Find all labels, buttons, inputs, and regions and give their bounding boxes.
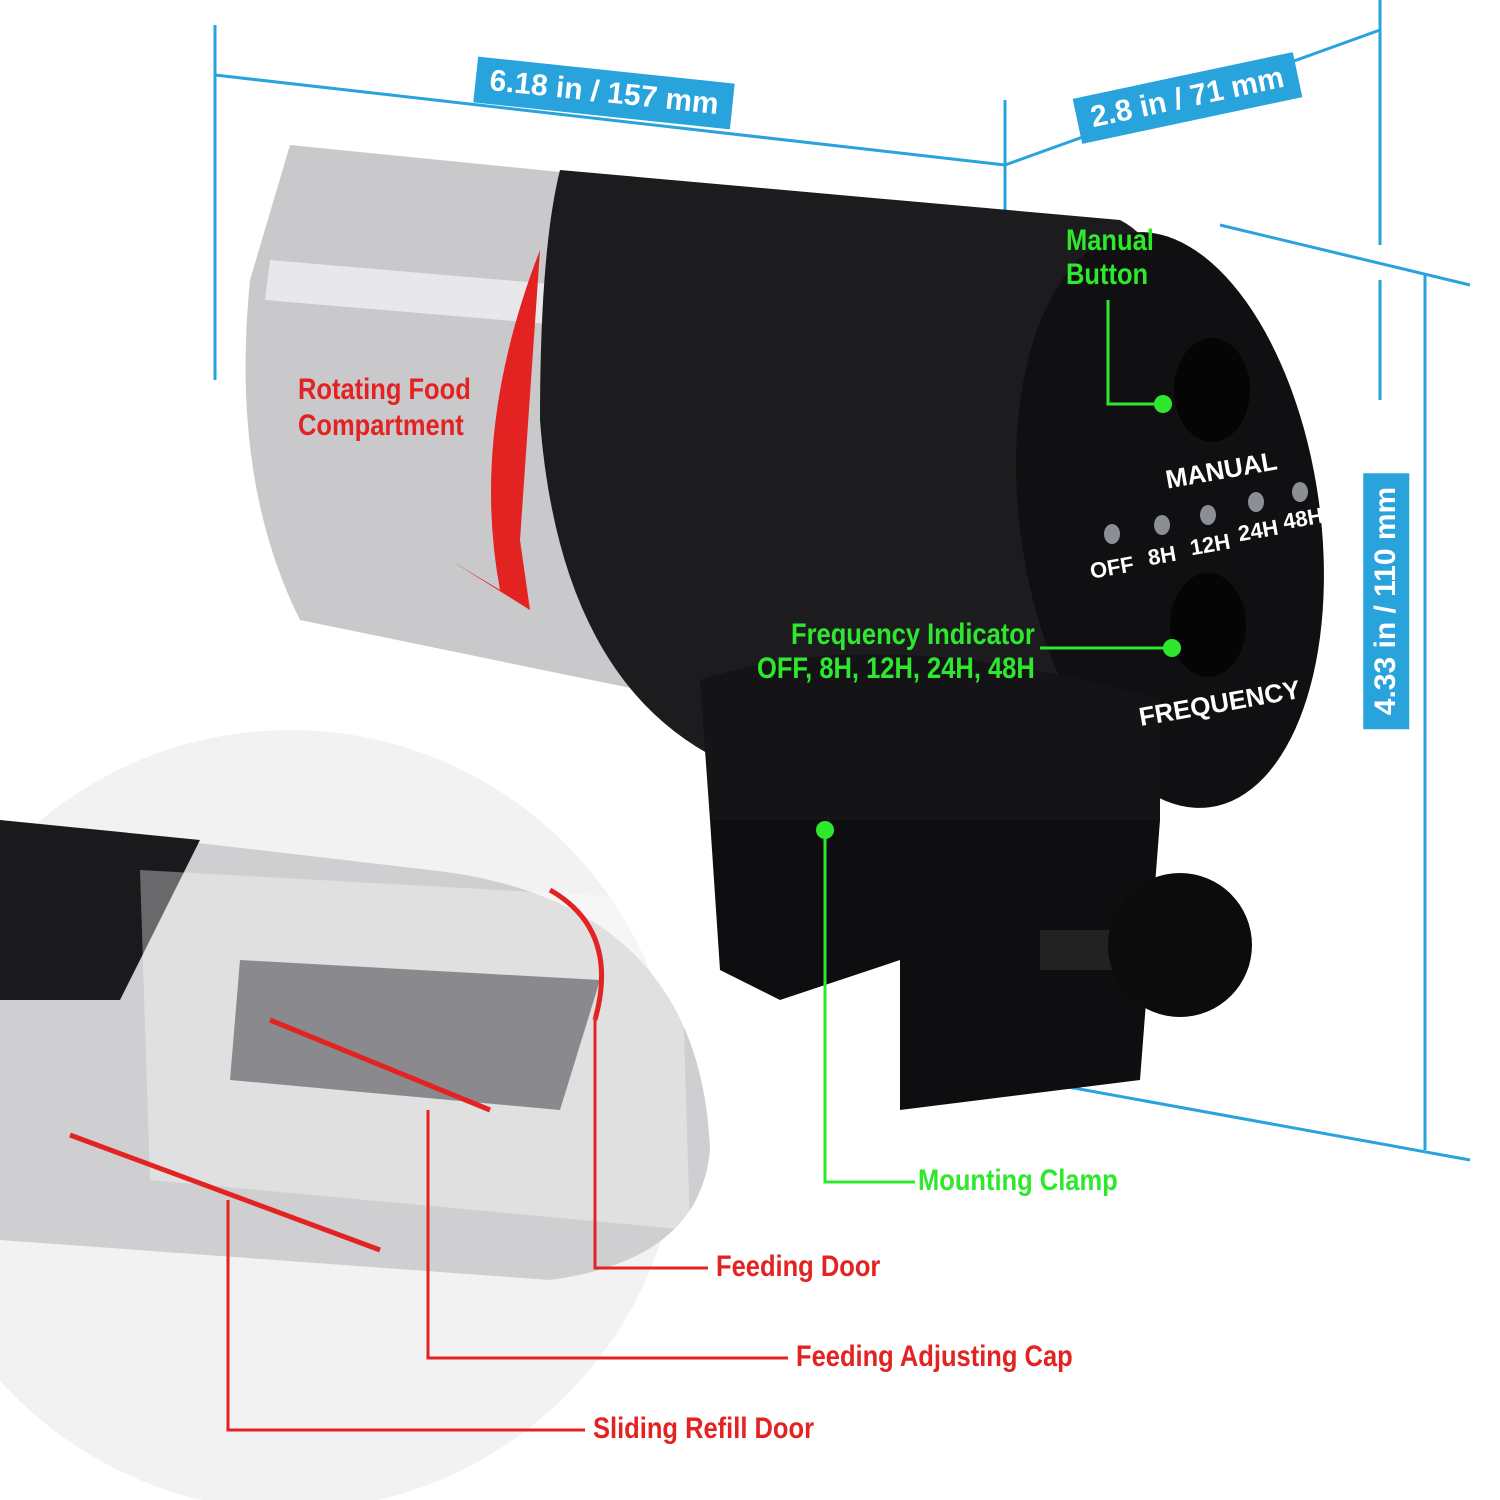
led-12h-icon <box>1200 505 1216 525</box>
led-label-8h: 8H <box>1145 540 1178 571</box>
frequency-indicator-callout: Frequency Indicator OFF, 8H, 12H, 24H, 4… <box>757 618 1035 685</box>
feeding-adjusting-cap-callout: Feeding Adjusting Cap <box>796 1340 1073 1373</box>
mounting-clamp-callout: Mounting Clamp <box>918 1164 1118 1197</box>
sliding-refill-door-callout: Sliding Refill Door <box>593 1412 814 1445</box>
led-48h-icon <box>1292 482 1308 502</box>
led-off-icon <box>1104 524 1120 544</box>
height-dimension-label: 4.33 in / 110 mm <box>1363 472 1410 730</box>
manual-button-callout: Manual Button <box>1066 224 1154 291</box>
led-24h-icon <box>1248 492 1264 512</box>
led-8h-icon <box>1154 515 1170 535</box>
feeding-door-callout: Feeding Door <box>716 1250 881 1283</box>
rotating-compartment-callout: Rotating Food Compartment <box>298 373 471 442</box>
